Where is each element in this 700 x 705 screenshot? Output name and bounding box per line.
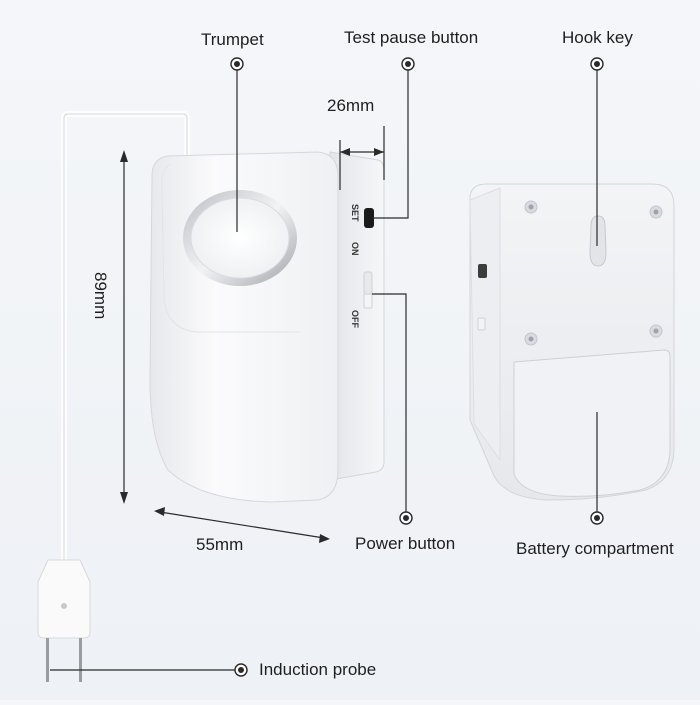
off-marking: OFF (350, 310, 360, 328)
trumpet-label: Trumpet (201, 30, 264, 49)
callout-dot-icon (230, 57, 244, 71)
power-switch (363, 271, 373, 295)
callout-dot-icon (590, 57, 604, 71)
battery-compartment-label: Battery compartment (516, 539, 674, 558)
front-device (149, 151, 385, 503)
induction-probe-label: Induction probe (259, 660, 377, 679)
set-marking: SET (350, 204, 360, 222)
callout-dots (230, 57, 604, 677)
height-dimension-label: 89mm (91, 272, 110, 320)
callout-dot-icon (234, 663, 248, 677)
battery-compartment-cover (513, 349, 671, 497)
callout-dot-icon (401, 57, 415, 71)
power-button-label: Power button (355, 534, 456, 553)
set-button (364, 208, 374, 228)
dimension-lines (120, 126, 385, 543)
induction-probe (37, 559, 91, 682)
width-dimension-label: 55mm (196, 535, 244, 554)
back-device (469, 183, 675, 501)
depth-dimension-label: 26mm (327, 96, 375, 115)
hook-key-label: Hook key (562, 28, 633, 47)
callout-dot-icon (590, 511, 604, 525)
hook-key-slot (589, 215, 607, 267)
test-pause-button-label: Test pause button (344, 28, 479, 47)
on-marking: ON (350, 242, 360, 256)
probe-cable (61, 111, 190, 560)
callout-dot-icon (399, 511, 413, 525)
callout-lines (50, 64, 598, 671)
